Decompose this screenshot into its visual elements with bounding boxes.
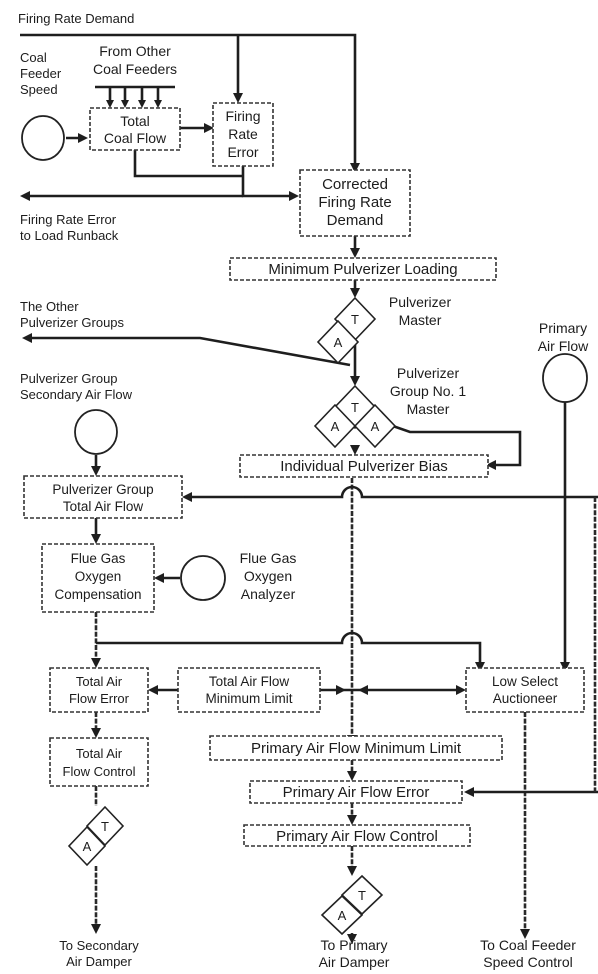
- secondary-damper-label-2: Air Damper: [66, 954, 132, 969]
- primary-station-t-label: T: [358, 888, 366, 903]
- low-select-text-1: Low Select: [492, 674, 558, 689]
- group-master-label-1: Pulverizer: [397, 365, 460, 381]
- pa-min-limit-block: [209, 735, 503, 761]
- coal-feeder-out-label-2: Speed Control: [483, 954, 573, 970]
- coal-feeder-speed-label-1: Coal: [20, 50, 47, 65]
- group-master-t-label: T: [351, 400, 359, 415]
- group-master-a1-label: A: [331, 419, 340, 434]
- individual-bias-text: Individual Pulverizer Bias: [280, 458, 448, 475]
- group-total-air-text-2: Total Air Flow: [63, 499, 144, 514]
- coal-feeder-speed-transmitter: [21, 115, 65, 161]
- total-coal-flow-text-2: Coal Flow: [104, 130, 167, 146]
- secondary-air-label-2: Secondary Air Flow: [20, 387, 133, 402]
- corrected-demand-text-3: Demand: [327, 212, 384, 229]
- o2-comp-text-1: Flue Gas: [71, 551, 126, 566]
- low-select-auctioneer-block: [465, 667, 585, 713]
- secondary-air-label-1: Pulverizer Group: [20, 371, 118, 386]
- min-pulverizer-loading-block: [229, 257, 497, 281]
- other-groups-label-1: The Other: [20, 299, 79, 314]
- pulverizer-master-label-1: Pulverizer: [389, 294, 452, 310]
- coal-feeder-speed-label-2: Feeder: [20, 66, 62, 81]
- secondary-air-flow-transmitter: [74, 409, 118, 455]
- primary-air-flow-label-2: Air Flow: [538, 338, 589, 354]
- corrected-demand-text-2: Firing Rate: [318, 194, 391, 211]
- total-air-control-text-1: Total Air: [76, 746, 123, 761]
- analyzer-label-3: Analyzer: [241, 586, 296, 602]
- pa-min-limit-text: Primary Air Flow Minimum Limit: [251, 740, 462, 757]
- group-master-a2-label: A: [371, 419, 380, 434]
- primary-station-a-label: A: [338, 908, 347, 923]
- secondary-station-a-label: A: [83, 839, 92, 854]
- group-total-air-block: [23, 475, 183, 519]
- total-air-control-text-2: Flow Control: [63, 764, 136, 779]
- group-master-label-3: Master: [407, 401, 450, 417]
- low-select-text-2: Auctioneer: [493, 691, 558, 706]
- group-master-label-2: Group No. 1: [390, 383, 466, 399]
- primary-air-flow-label-1: Primary: [539, 320, 587, 336]
- min-pulverizer-loading-text: Minimum Pulverizer Loading: [268, 261, 457, 278]
- other-feeders-label-2: Coal Feeders: [93, 61, 177, 77]
- pa-error-text: Primary Air Flow Error: [283, 784, 430, 801]
- pa-error-block: [249, 780, 463, 804]
- primary-damper-label-1: To Primary: [321, 937, 388, 953]
- secondary-damper-label-1: To Secondary: [59, 938, 139, 953]
- firing-rate-error-text-3: Error: [227, 144, 258, 160]
- o2-compensation-block: [41, 543, 155, 613]
- o2-comp-text-3: Compensation: [54, 587, 141, 602]
- firing-rate-error-out-label-1: Firing Rate Error: [20, 212, 117, 227]
- coal-feeder-out-label-1: To Coal Feeder: [480, 937, 576, 953]
- firing-rate-error-text-1: Firing: [225, 108, 260, 124]
- total-air-control-block: [49, 737, 149, 787]
- firing-rate-error-text-2: Rate: [228, 126, 258, 142]
- pulverizer-master-label-2: Master: [399, 312, 442, 328]
- corrected-demand-block: [299, 169, 411, 237]
- total-air-error-text-2: Flow Error: [69, 691, 130, 706]
- firing-rate-demand-label: Firing Rate Demand: [18, 11, 134, 26]
- pa-control-text: Primary Air Flow Control: [276, 828, 438, 845]
- pa-control-block: [243, 824, 471, 847]
- corrected-demand-text-1: Corrected: [322, 176, 388, 193]
- total-air-error-text-1: Total Air: [76, 674, 123, 689]
- firing-rate-demand-line: [20, 33, 357, 170]
- individual-bias-block: [239, 454, 489, 478]
- pulverizer-master-t-label: T: [351, 312, 359, 327]
- coal-feeder-speed-label-3: Speed: [20, 82, 58, 97]
- total-air-min-text-2: Minimum Limit: [205, 691, 292, 706]
- total-air-error-block: [49, 667, 149, 713]
- primary-damper-label-2: Air Damper: [319, 954, 390, 970]
- firing-rate-error-block: [212, 102, 274, 167]
- total-coal-flow-block: [89, 107, 181, 151]
- other-groups-label-2: Pulverizer Groups: [20, 315, 125, 330]
- firing-rate-error-out-label-2: to Load Runback: [20, 228, 119, 243]
- total-air-min-text-1: Total Air Flow: [209, 674, 290, 689]
- o2-comp-text-2: Oxygen: [75, 569, 122, 584]
- flue-gas-analyzer-transmitter: [180, 555, 226, 601]
- total-coal-flow-text-1: Total: [120, 113, 150, 129]
- pulverizer-master-a-label: A: [334, 335, 343, 350]
- total-air-min-limit-block: [177, 667, 321, 713]
- primary-air-flow-transmitter: [542, 353, 588, 403]
- analyzer-label-1: Flue Gas: [240, 550, 297, 566]
- secondary-station-t-label: T: [101, 819, 109, 834]
- other-feeders-label-1: From Other: [99, 43, 171, 59]
- analyzer-label-2: Oxygen: [244, 568, 292, 584]
- group-total-air-text-1: Pulverizer Group: [52, 482, 153, 497]
